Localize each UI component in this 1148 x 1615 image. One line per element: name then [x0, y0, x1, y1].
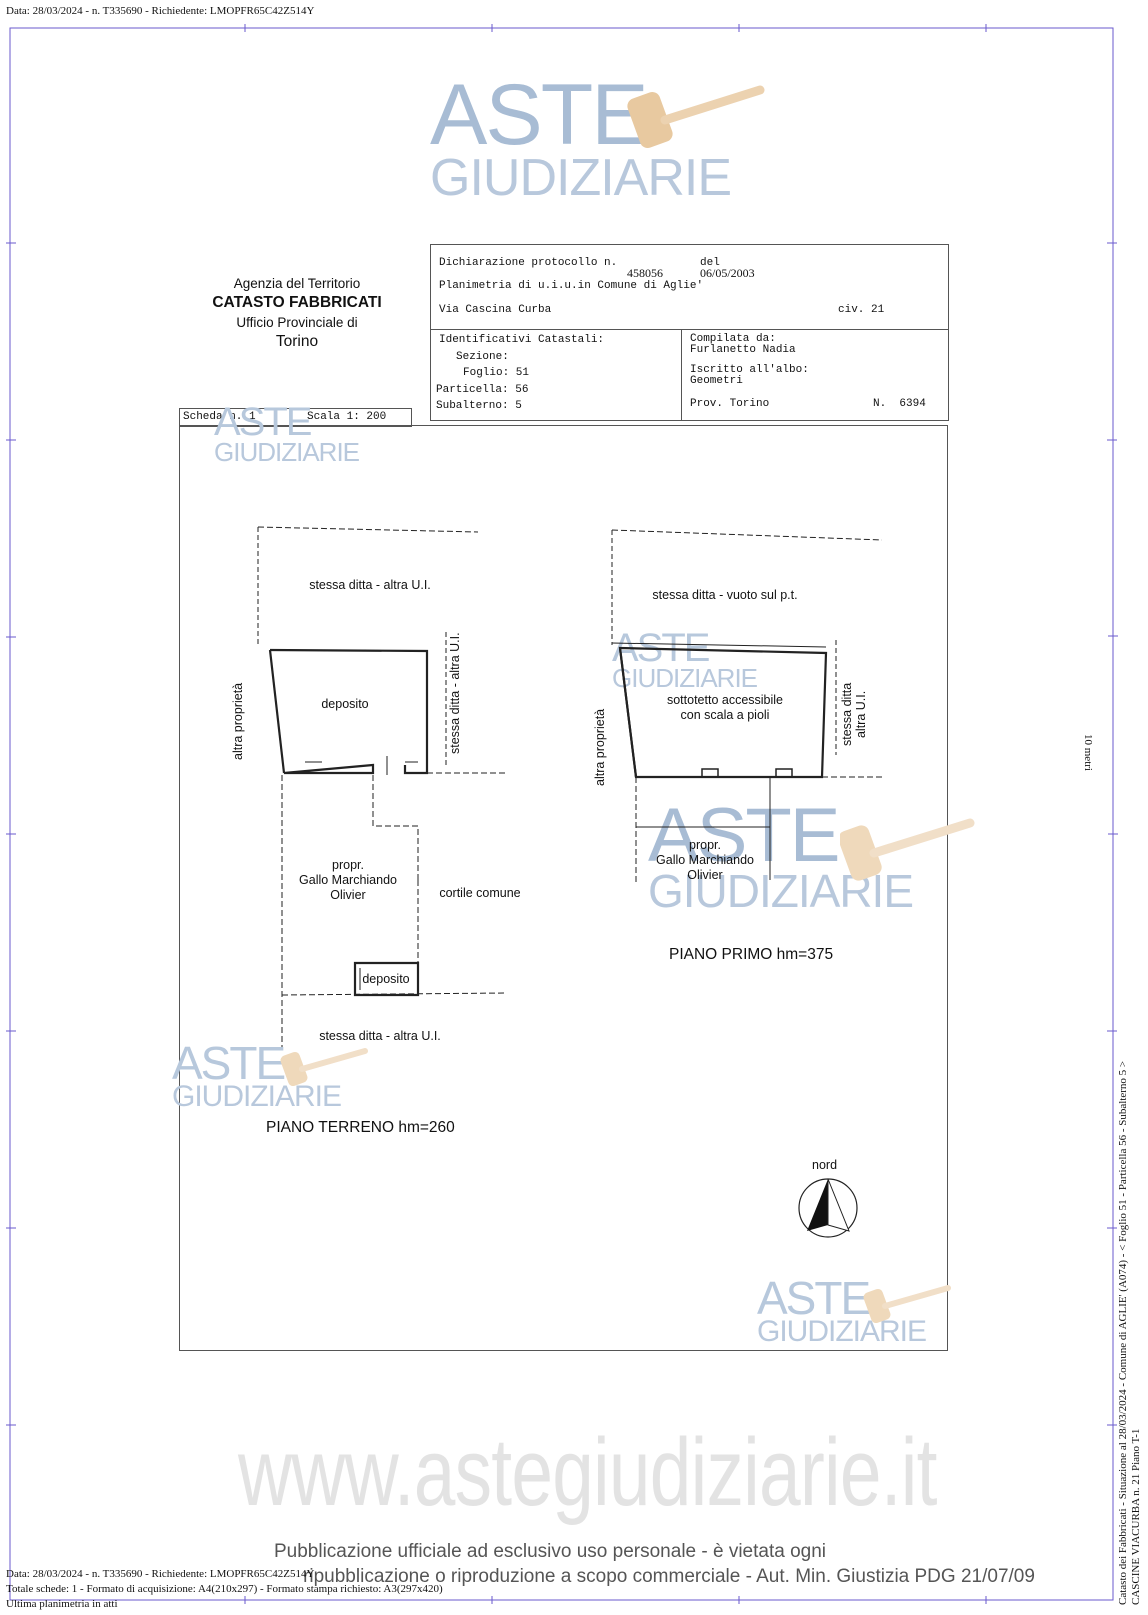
- watermark-logo-small-3: ASTE GIUDIZIARIE: [172, 1037, 342, 1113]
- catasto-title: CATASTO FABBRICATI: [212, 294, 382, 311]
- scheda-number: Scheda n. 1: [183, 411, 256, 423]
- compiler-name: Furlanetto Nadia: [690, 344, 796, 356]
- declaration-label: Dichiarazione protocollo n.: [439, 257, 618, 269]
- office-label: Ufficio Provinciale di: [236, 315, 358, 330]
- foglio-field: Foglio: 51: [463, 367, 530, 379]
- gavel-icon: [627, 85, 765, 148]
- declaration-box: [430, 244, 949, 421]
- ff-title: PIANO PRIMO hm=375: [669, 946, 834, 963]
- gf-right-side: stessa ditta - altra U.I.: [448, 632, 462, 754]
- notice-line-1: Pubblicazione ufficiale ad esclusivo uso…: [273, 1541, 827, 1562]
- protocol-number: 458056: [627, 266, 663, 280]
- agency-block: Agenzia del Territorio CATASTO FABBRICAT…: [192, 276, 402, 351]
- ff-left-side: altra proprietà: [593, 708, 607, 786]
- ff-right-side: stessa ditta altra U.I.: [840, 682, 868, 746]
- declaration-date: 06/05/2003: [700, 266, 755, 280]
- footer-line-1: Data: 28/03/2024 - n. T335690 - Richiede…: [6, 1568, 315, 1580]
- planimetry-line: Planimetria di u.i.u.in Comune di Aglie': [439, 280, 704, 292]
- header-request-line: Data: 28/03/2024 - n. T335690 - Richiede…: [6, 5, 315, 17]
- scheda-box: [179, 408, 412, 427]
- url-watermark: www.astegiudiziarie.it: [238, 1419, 937, 1526]
- gf-top-neighbor: stessa ditta - altra U.I.: [309, 578, 431, 592]
- watermark-giudiziarie: GIUDIZIARIE: [430, 149, 732, 207]
- notice-line-2: ripubblicazione o riproduzione a scopo c…: [303, 1566, 1035, 1587]
- province-field: Prov. Torino: [690, 398, 770, 410]
- address-line: Via Cascina Curba: [439, 304, 552, 316]
- gf-deposito-label: deposito: [321, 697, 369, 711]
- gavel-icon-mid: [840, 818, 975, 881]
- albo-label: Iscritto all'albo:: [690, 364, 809, 376]
- identifiers-title: Identificativi Catastali:: [439, 334, 605, 346]
- watermark-logo-small-4: ASTE GIUDIZIARIE: [757, 1272, 927, 1348]
- gavel-icon-small: [280, 1048, 368, 1087]
- gf-left-side: altra proprietà: [231, 682, 245, 760]
- gf-small-deposito: deposito: [362, 972, 410, 986]
- watermark-aste: ASTE: [430, 67, 649, 163]
- gf-title: PIANO TERRENO hm=260: [266, 1119, 455, 1136]
- footer-line-3: Ultima planimetria in atti: [6, 1598, 118, 1610]
- albo-value: Geometri: [690, 375, 743, 387]
- side-cadastral-text: Catasto dei Fabbricati - Situazione al 2…: [1117, 1060, 1142, 1605]
- watermark-logo-small-1: ASTE GIUDIZIARIE: [214, 400, 360, 467]
- watermark-logo-mid: ASTE GIUDIZIARIE: [648, 793, 914, 917]
- gavel-icon-small-2: [863, 1285, 951, 1324]
- watermark-logo-top: ASTE GIUDIZIARIE: [430, 67, 732, 207]
- registration-number: N. 6394: [873, 398, 926, 410]
- del-label: del: [700, 257, 720, 269]
- drawing-area: [179, 425, 948, 1351]
- gf-bottom-neighbor: stessa ditta - altra U.I.: [319, 1029, 441, 1043]
- north-label: nord: [812, 1158, 838, 1172]
- office-city: Torino: [275, 333, 319, 350]
- subalterno-field: Subalterno: 5: [436, 400, 522, 412]
- compiled-label: Compilata da:: [690, 333, 776, 345]
- ff-top-neighbor: stessa ditta - vuoto sul p.t.: [652, 588, 798, 602]
- footer-line-2: Totale schede: 1 - Formato di acquisizio…: [6, 1583, 443, 1595]
- agency-name: Agenzia del Territorio: [233, 276, 361, 291]
- particella-field: Particella: 56: [436, 384, 529, 396]
- civic-number: civ. 21: [838, 304, 885, 316]
- gf-courtyard: cortile comune: [439, 886, 521, 900]
- scale-value: Scala 1: 200: [307, 411, 387, 423]
- gf-owner: propr. Gallo Marchiando Olivier: [299, 858, 397, 902]
- sezione-field: Sezione:: [456, 351, 509, 363]
- north-arrow-icon: [798, 1178, 858, 1238]
- ff-owner: propr. Gallo Marchiando Olivier: [656, 838, 754, 882]
- ff-attic: sottotetto accessibile con scala a pioli: [666, 693, 784, 722]
